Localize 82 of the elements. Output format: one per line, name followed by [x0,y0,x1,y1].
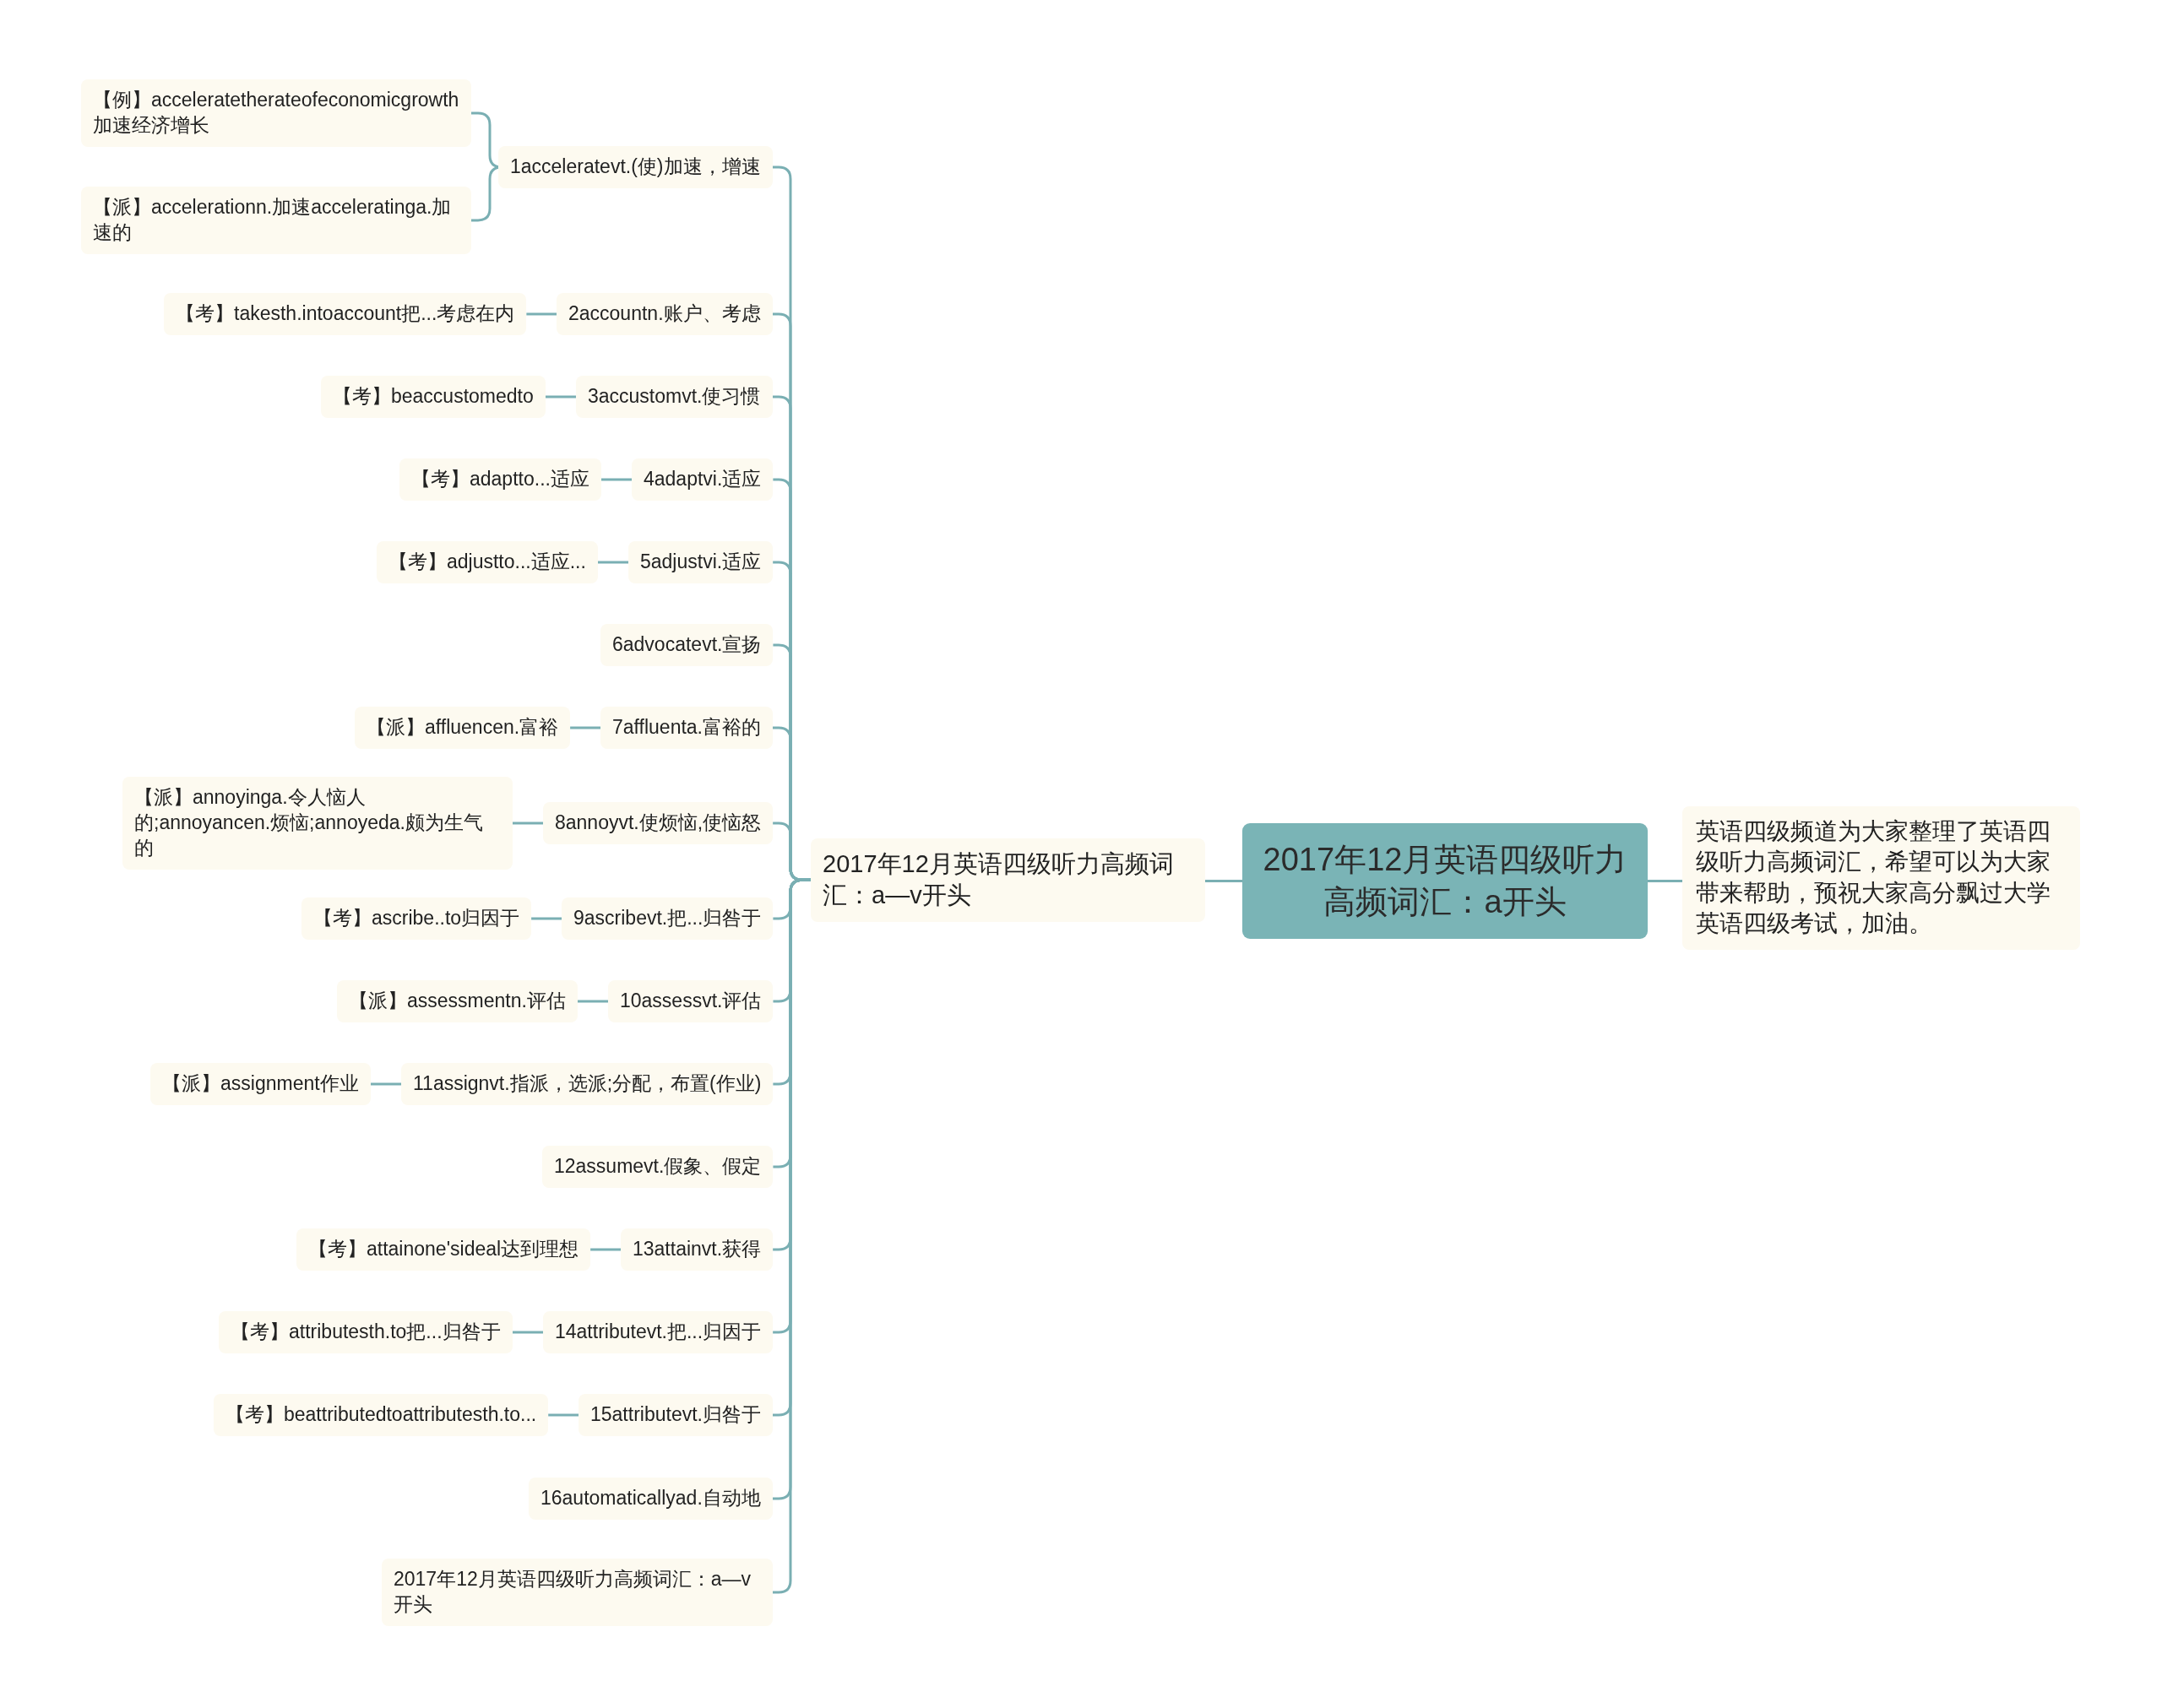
note-text: 【派】assessmentn.评估 [349,989,566,1013]
word-text: 15attributevt.归咎于 [590,1402,761,1427]
note-box [81,79,471,147]
note-box [337,980,578,1022]
connector-line [597,561,628,564]
note-text: 【派】assignment作业 [162,1071,359,1096]
word-text: 12assumevt.假象、假定 [554,1154,762,1179]
word-text: 11assignvt.指派，选派;分配，布置(作业) [413,1071,762,1096]
word-text: 4adaptvi.适应 [644,467,762,491]
note-text: 【派】affluencen.富裕 [367,715,559,740]
word-box [579,1394,773,1436]
word-text: 3accustomvt.使习惯 [588,384,761,409]
note-box [81,187,471,254]
word-box [401,1063,774,1105]
connector-line [577,1000,608,1003]
word-box [608,980,774,1022]
note-text: 【派】annoyinga.令人恼人的;annoyancen.烦恼;annoyeda.颇为生气的 [134,785,484,860]
note-text: 【考】ascribe..to归因于 [313,906,520,930]
note-text: 【派】accelerationn.加速acceleratinga.加速的 [93,195,453,245]
note-box [399,458,601,501]
note-box [150,1063,371,1105]
word-box [632,458,774,501]
word-text: 2017年12月英语四级听力高频词汇：a—v开头 [394,1567,752,1617]
word-box [543,1311,774,1353]
word-text: 8annoyvt.使烦恼,使恼怒 [555,811,762,835]
note-box [321,376,546,418]
word-box [628,541,774,583]
connector-line [545,395,576,399]
word-text: 16automaticallyad.自动地 [540,1486,761,1510]
note-box [296,1228,591,1271]
note-text: 【考】beaccustomedto [333,384,534,409]
word-box [382,1559,773,1626]
topic-text: 2017年12月英语四级听力高频词汇：a—v开头 [823,849,1175,911]
word-text: 5adjustvi.适应 [640,550,762,574]
word-text: 6advocatevt.宣扬 [612,632,762,657]
note-box [301,897,532,940]
note-text: 英语四级频道为大家整理了英语四级听力高频词汇，希望可以为大家带来帮助，预祝大家高分飘过大学英语四级考试，加油。 [1696,817,2051,939]
word-box [600,707,773,749]
note-text: 【考】attributesth.to把...归咎于 [231,1320,501,1344]
note-text: 【考】adaptto...适应 [411,467,589,491]
word-box [543,802,774,844]
word-box [529,1478,773,1520]
note-box [377,541,598,583]
word-text: 14attributevt.把...归因于 [555,1320,762,1344]
note-box [1682,806,2080,950]
word-box [562,897,774,940]
connector-line [531,917,562,920]
connector-line [600,478,632,481]
connector-line [370,1082,401,1086]
word-text: 13attainvt.获得 [633,1237,762,1261]
connector-line [1648,880,1682,882]
word-box [621,1228,774,1271]
central-topic-text: 2017年12月英语四级听力高频词汇：a开头 [1262,841,1628,921]
note-text: 【例】acceleratetherateofeconomicgrowth加速经济增长 [93,88,459,138]
word-box [498,146,773,188]
word-text: 9ascribevt.把...归咎于 [573,906,762,930]
note-box [164,293,527,335]
word-text: 2accountn.账户、考虑 [568,301,761,326]
word-box [557,293,773,335]
connector-line [570,726,600,729]
word-box [576,376,773,418]
note-text: 【考】takesth.intoaccount把...考虑在内 [176,301,515,326]
note-text: 【考】adjustto...适应... [388,550,586,574]
note-box [122,777,513,870]
note-text: 【考】attainone'sideal达到理想 [308,1237,579,1261]
note-box [355,707,571,749]
connector-line [526,312,557,316]
word-box [542,1146,774,1188]
connector-line [512,1331,543,1334]
word-text: 1acceleratevt.(使)加速，增速 [510,155,761,179]
note-text: 【考】beattributedtoattributesth.to... [225,1402,537,1427]
connector-line [590,1248,621,1251]
connector-line [548,1413,579,1417]
word-text: 7affluenta.富裕的 [612,715,761,740]
word-box [600,624,774,666]
note-box [219,1311,513,1353]
connector-line [513,821,543,825]
central-topic-box [1242,823,1648,939]
topic-box [811,838,1205,922]
note-box [214,1394,549,1436]
word-text: 10assessvt.评估 [620,989,762,1013]
connector-line [1205,880,1242,882]
